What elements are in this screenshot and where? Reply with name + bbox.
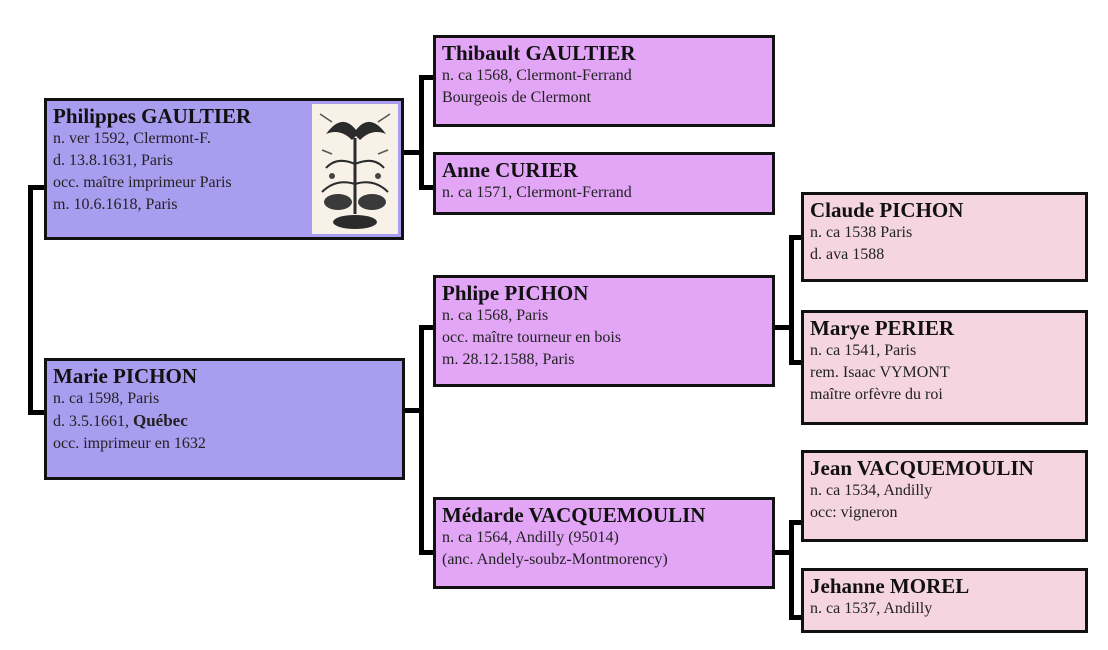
connector-pichon-vertical — [419, 325, 424, 555]
death-date: d. 3.5.1661, — [53, 413, 133, 430]
person-box-jean-vacquemoulin: Jean VACQUEMOULIN n. ca 1534, Andilly oc… — [801, 450, 1088, 542]
connector-left-vertical — [28, 185, 33, 415]
connector-medarde-vertical — [789, 520, 794, 620]
person-box-marie-pichon: Marie PICHON n. ca 1598, Paris d. 3.5.16… — [44, 358, 405, 480]
birth-info: n. ca 1541, Paris — [810, 340, 1079, 362]
person-name: Médarde VACQUEMOULIN — [442, 503, 766, 527]
person-name: Marye PERIER — [810, 316, 1079, 340]
person-name: Anne CURIER — [442, 158, 766, 182]
birth-info: n. ca 1568, Clermont-Ferrand — [442, 65, 766, 87]
note-info: (anc. Andely-soubz-Montmorency) — [442, 549, 766, 571]
connector-gaultier-vertical — [419, 75, 424, 190]
death-place: Québec — [133, 411, 188, 430]
occupation-info: occ. maître tourneur en bois — [442, 327, 766, 349]
birth-info: n. ca 1538 Paris — [810, 222, 1079, 244]
person-box-jehanne-morel: Jehanne MOREL n. ca 1537, Andilly — [801, 568, 1088, 633]
woodcut-birds-icon — [312, 104, 398, 234]
person-name: Thibault GAULTIER — [442, 41, 766, 65]
birth-info: n. ca 1537, Andilly — [810, 598, 1079, 620]
occupation-info: occ: vigneron — [810, 502, 1079, 524]
birth-info: n. ca 1571, Clermont-Ferrand — [442, 182, 766, 204]
person-box-thibault-gaultier: Thibault GAULTIER n. ca 1568, Clermont-F… — [433, 35, 775, 127]
birth-info: n. ca 1534, Andilly — [810, 480, 1079, 502]
person-name: Phlipe PICHON — [442, 281, 766, 305]
death-info: d. 3.5.1661, Québec — [53, 410, 396, 433]
birth-info: n. ca 1598, Paris — [53, 388, 396, 410]
occupation-info: maître orfèvre du roi — [810, 384, 1079, 406]
connector-phlipe-vertical — [789, 235, 794, 365]
person-name: Claude PICHON — [810, 198, 1079, 222]
occupation-info: occ. imprimeur en 1632 — [53, 433, 396, 455]
person-box-philippes-gaultier: Philippes GAULTIER n. ver 1592, Clermont… — [44, 98, 404, 240]
birth-info: n. ca 1568, Paris — [442, 305, 766, 327]
birth-info: n. ca 1564, Andilly (95014) — [442, 527, 766, 549]
note-info: Bourgeois de Clermont — [442, 87, 766, 109]
person-name: Marie PICHON — [53, 364, 396, 388]
portrait-woodcut-image — [312, 104, 398, 234]
person-box-phlipe-pichon: Phlipe PICHON n. ca 1568, Paris occ. maî… — [433, 275, 775, 387]
person-box-anne-curier: Anne CURIER n. ca 1571, Clermont-Ferrand — [433, 152, 775, 215]
person-box-marye-perier: Marye PERIER n. ca 1541, Paris rem. Isaa… — [801, 310, 1088, 425]
person-box-claude-pichon: Claude PICHON n. ca 1538 Paris d. ava 15… — [801, 192, 1088, 282]
note-info: rem. Isaac VYMONT — [810, 362, 1079, 384]
marriage-info: m. 28.12.1588, Paris — [442, 349, 766, 371]
death-info: d. ava 1588 — [810, 244, 1079, 266]
person-name: Jean VACQUEMOULIN — [810, 456, 1079, 480]
person-name: Jehanne MOREL — [810, 574, 1079, 598]
person-box-medarde-vacquemoulin: Médarde VACQUEMOULIN n. ca 1564, Andilly… — [433, 497, 775, 589]
